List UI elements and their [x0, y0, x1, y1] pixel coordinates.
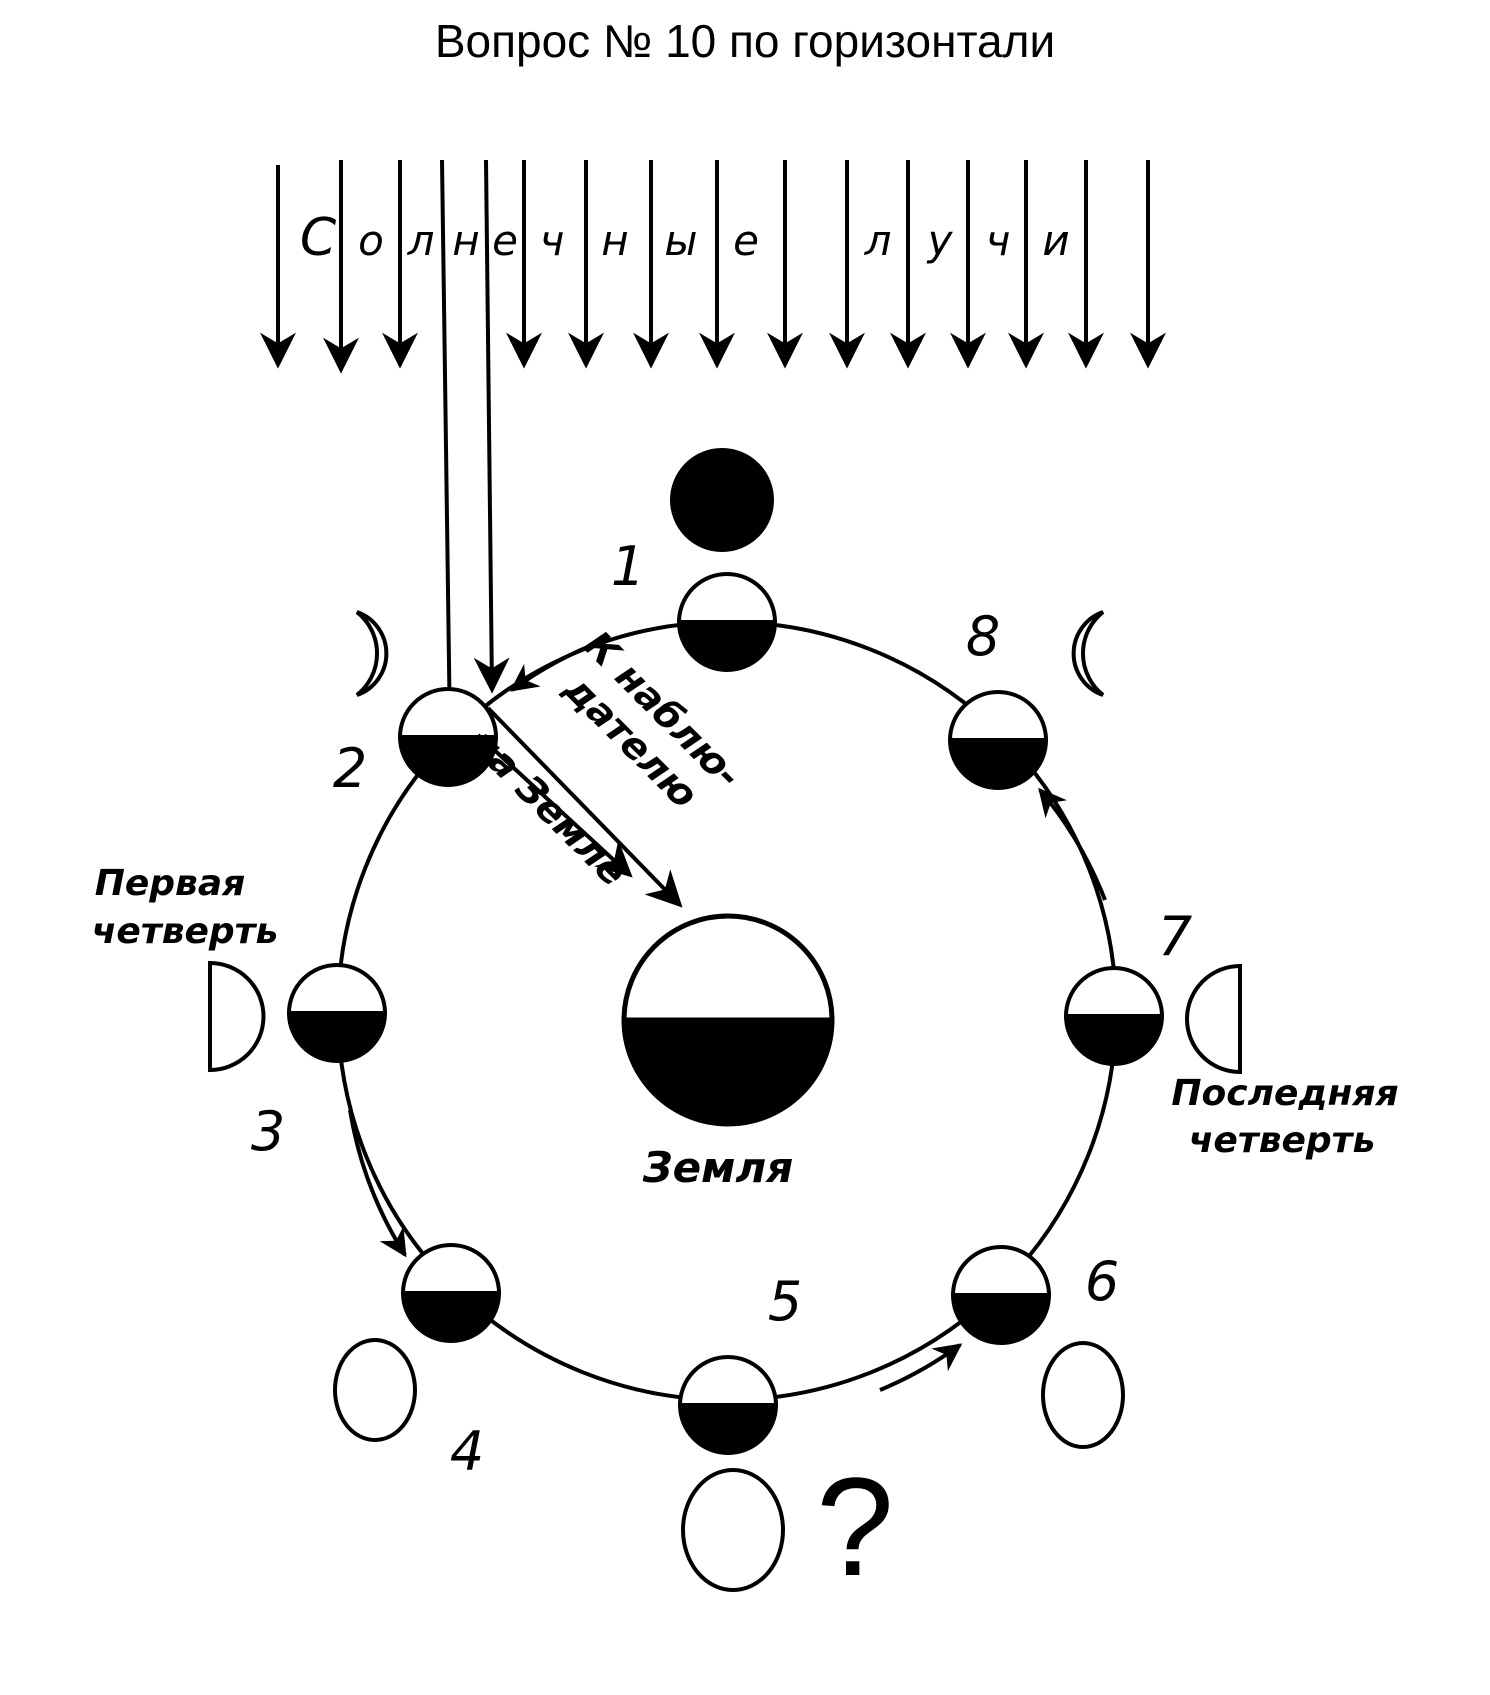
sun-ray-long — [473, 159, 510, 694]
moon-position-7 — [1063, 966, 1165, 1066]
sun-rays-letter: С — [300, 208, 337, 268]
sun-rays-letter: н — [452, 216, 479, 265]
sun-rays-letter: е — [733, 216, 759, 265]
earth — [621, 913, 835, 1127]
last-quarter-icon — [1185, 963, 1242, 1075]
moons-on-orbit — [286, 572, 1165, 1455]
waxing-gibbous-icon — [333, 1338, 417, 1442]
sun-rays-letter: н — [601, 216, 628, 265]
first-quarter-label: Первая четверть — [92, 863, 279, 952]
position-number: 3 — [251, 1100, 285, 1163]
position-number: 5 — [768, 1270, 802, 1333]
moon-position-4 — [400, 1243, 502, 1343]
full-moon-icon — [681, 1468, 785, 1592]
sun-ray-long — [431, 159, 468, 739]
moon-position-5 — [677, 1355, 779, 1455]
position-number: 4 — [450, 1420, 484, 1483]
last-quarter-line: четверть — [1189, 1120, 1376, 1161]
moon-position-1 — [676, 572, 778, 672]
sun-rays-caption: С о л н е ч н ы е л у ч и — [300, 208, 1070, 268]
position-number: 8 — [966, 605, 1000, 668]
waxing-crescent-icon — [355, 610, 389, 697]
sun-rays-letter: ч — [986, 216, 1011, 265]
sun-rays-letter: е — [492, 216, 518, 265]
moon-position-6 — [950, 1245, 1052, 1345]
moon-appearances — [208, 448, 1242, 1592]
first-quarter-line: Первая — [95, 863, 246, 904]
sun-rays-letter: и — [1042, 216, 1069, 265]
earth-label: Земля — [642, 1143, 793, 1192]
new-moon-icon — [670, 448, 774, 552]
sun-rays-letter: у — [926, 216, 954, 265]
sun-rays-letter: ы — [664, 216, 697, 265]
page-title: Вопрос № 10 по горизонтали — [434, 15, 1056, 67]
first-quarter-icon — [208, 960, 266, 1073]
position-numbers: 1 2 3 4 5 6 7 8 — [251, 535, 1192, 1483]
moon-position-3 — [286, 963, 388, 1063]
position-number: 6 — [1085, 1250, 1119, 1313]
sun-rays-letter: ч — [540, 216, 565, 265]
waning-crescent-icon — [1071, 610, 1105, 697]
observer-arrows — [476, 706, 683, 908]
moon-position-8 — [947, 690, 1049, 790]
waning-gibbous-icon — [1041, 1341, 1125, 1449]
sun-rays-letter: о — [358, 216, 384, 265]
orbit-direction-arrows — [348, 638, 1107, 1392]
first-quarter-line: четверть — [92, 911, 279, 952]
position-number: 7 — [1158, 905, 1192, 968]
question-mark: ? — [816, 1448, 894, 1605]
position-number: 2 — [333, 737, 367, 800]
last-quarter-line: Последняя — [1171, 1073, 1398, 1114]
sun-rays-letter: л — [407, 216, 435, 265]
last-quarter-label: Последняя четверть — [1171, 1073, 1398, 1161]
sun-rays — [260, 159, 1166, 739]
sun-rays-letter: л — [864, 216, 892, 265]
position-number: 1 — [611, 535, 645, 598]
moon-position-2 — [397, 687, 499, 787]
